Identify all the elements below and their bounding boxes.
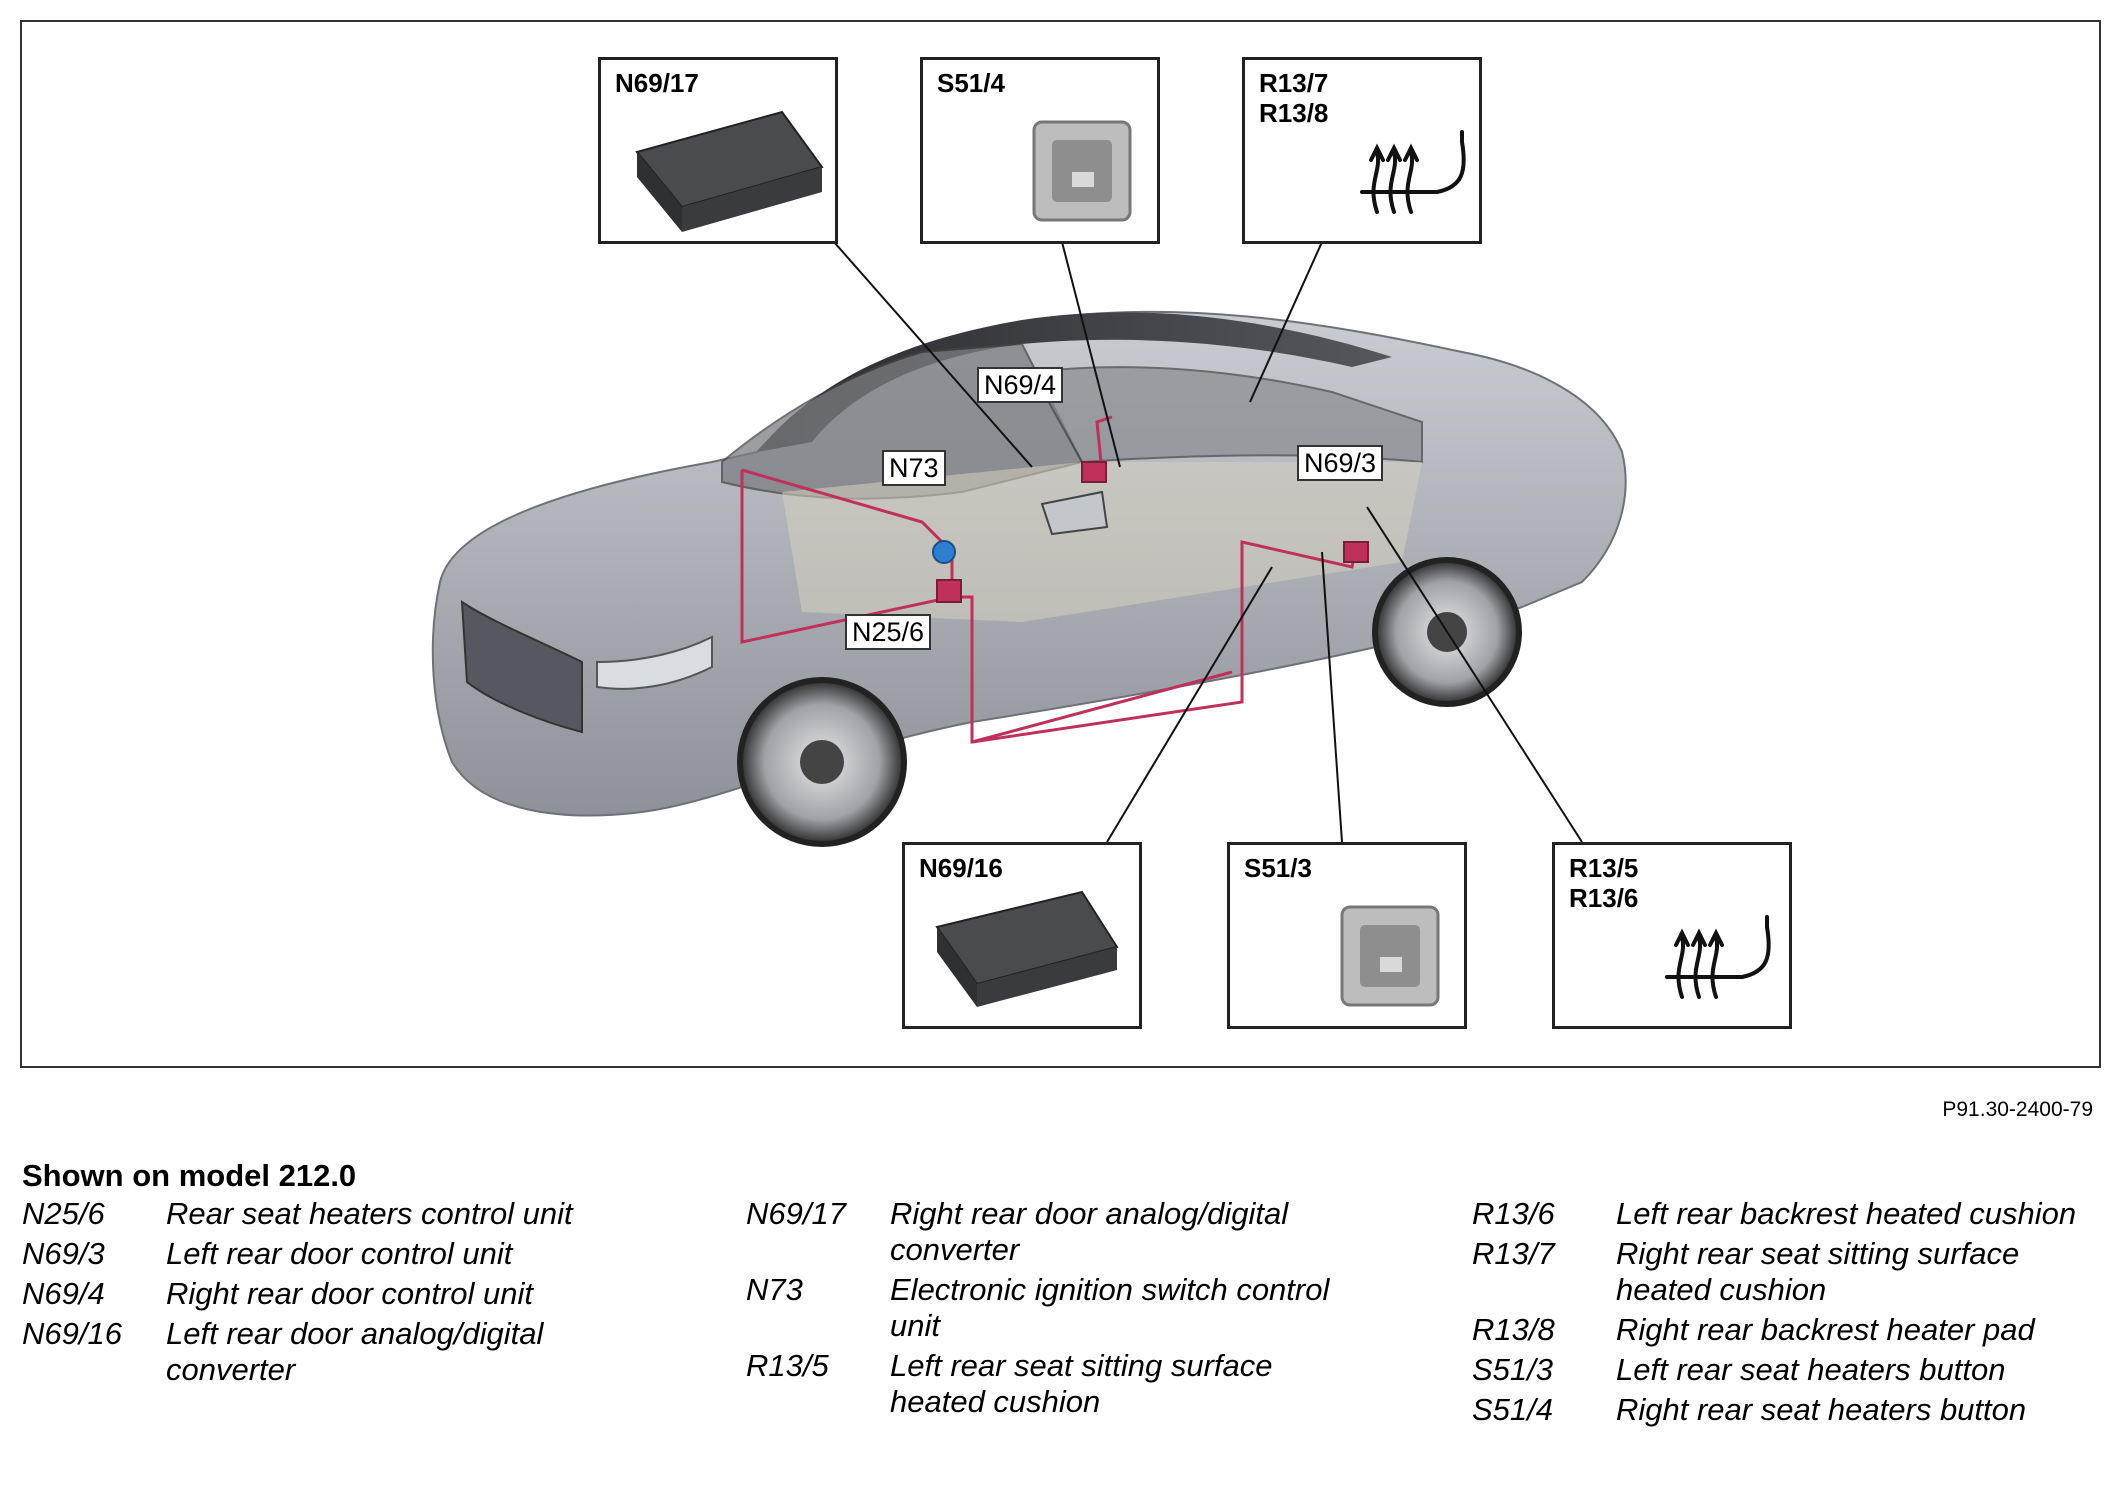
car-roof — [757, 312, 1392, 452]
side-mirror — [1040, 490, 1109, 536]
callout-s51-4: S51/4 — [920, 57, 1160, 244]
tag-n69-4: N69/4 — [977, 367, 1064, 403]
legend-desc: Right rear seat heaters button — [1616, 1392, 2027, 1427]
legend-code: S51/4 — [1472, 1392, 1554, 1427]
callout-n69-17: N69/17 — [598, 57, 838, 244]
callout-r13-5-r13-6: R13/5 R13/6 — [1552, 842, 1792, 1029]
legend-code: R13/7 — [1472, 1236, 1555, 1271]
legend-desc: Right rear door analog/digital converter — [890, 1196, 1289, 1267]
callout-label: R13/7 R13/8 — [1259, 68, 1329, 128]
legend-title: Shown on model 212.0 — [22, 1158, 357, 1193]
side-windows — [1030, 366, 1423, 464]
diagram-frame: N69/17 S51/4 R13/7 R13/8 N69/16 S51/3 R1… — [20, 20, 2101, 1068]
legend-item: N73 Electronic ignition switch control un… — [746, 1272, 1360, 1344]
legend-desc: Right rear seat sitting surface heated c… — [1616, 1236, 2020, 1307]
legend-desc: Left rear seat heaters button — [1616, 1352, 2006, 1387]
n25-6-marker — [936, 579, 962, 603]
legend-desc: Rear seat heaters control unit — [166, 1196, 573, 1231]
legend-desc: Left rear door control unit — [166, 1236, 513, 1271]
legend-code: R13/5 — [746, 1348, 829, 1383]
legend-item: S51/4 Right rear seat heaters button — [1472, 1392, 2086, 1428]
legend-item: R13/8 Right rear backrest heater pad — [1472, 1312, 2086, 1348]
callout-n69-16: N69/16 — [902, 842, 1142, 1029]
legend-item: N25/6 Rear seat heaters control unit — [22, 1196, 636, 1232]
legend-code: R13/8 — [1472, 1312, 1555, 1347]
legend-item: N69/3 Left rear door control unit — [22, 1236, 636, 1272]
n69-4-marker — [1081, 461, 1107, 483]
legend-desc: Left rear seat sitting surface heated cu… — [890, 1348, 1273, 1419]
legend-code: R13/6 — [1472, 1196, 1555, 1231]
grille — [460, 600, 583, 734]
legend-desc: Right rear door control unit — [166, 1276, 534, 1311]
legend-column-1: N25/6 Rear seat heaters control unit N69/… — [22, 1196, 636, 1392]
legend-item: N69/4 Right rear door control unit — [22, 1276, 636, 1312]
tag-n69-3: N69/3 — [1297, 445, 1384, 481]
callout-label: R13/5 R13/6 — [1569, 853, 1639, 913]
legend-item: R13/7 Right rear seat sitting surface hea… — [1472, 1236, 2086, 1308]
legend-desc: Left rear backrest heated cushion — [1616, 1196, 2077, 1231]
n73-marker — [932, 540, 956, 564]
legend-code: N69/16 — [22, 1316, 122, 1351]
legend-code: S51/3 — [1472, 1352, 1554, 1387]
legend-code: N69/17 — [746, 1196, 846, 1231]
legend-desc: Left rear door analog/digital converter — [166, 1316, 544, 1387]
wiring-harness — [740, 415, 1359, 744]
legend-desc: Electronic ignition switch control unit — [890, 1272, 1330, 1343]
legend-code: N69/3 — [22, 1236, 105, 1271]
n69-3-marker — [1343, 541, 1369, 563]
headlight — [596, 635, 713, 690]
legend-item: N69/16 Left rear door analog/digital conv… — [22, 1316, 636, 1388]
tag-n73: N73 — [882, 450, 946, 486]
legend-item: R13/5 Left rear seat sitting surface heat… — [746, 1348, 1360, 1420]
car-illustration — [431, 110, 1771, 1007]
legend-column-2: N69/17 Right rear door analog/digital con… — [746, 1196, 1360, 1424]
callout-label: S51/3 — [1244, 853, 1312, 883]
legend-column-3: R13/6 Left rear backrest heated cushion R… — [1472, 1196, 2086, 1432]
legend-desc: Right rear backrest heater pad — [1616, 1312, 2035, 1347]
leader-lines — [833, 241, 1583, 843]
legend-code: N69/4 — [22, 1276, 105, 1311]
legend-item: R13/6 Left rear backrest heated cushion — [1472, 1196, 2086, 1232]
legend-code: N25/6 — [22, 1196, 105, 1231]
tag-n25-6: N25/6 — [845, 614, 932, 650]
legend-code: N73 — [746, 1272, 803, 1307]
callout-label: S51/4 — [937, 68, 1005, 98]
callout-label: N69/16 — [919, 853, 1003, 883]
callout-label: N69/17 — [615, 68, 699, 98]
legend-item: S51/3 Left rear seat heaters button — [1472, 1352, 2086, 1388]
callout-r13-7-r13-8: R13/7 R13/8 — [1242, 57, 1482, 244]
figure-reference: P91.30-2400-79 — [1942, 1098, 2093, 1121]
callout-s51-3: S51/3 — [1227, 842, 1467, 1029]
legend-item: N69/17 Right rear door analog/digital con… — [746, 1196, 1360, 1268]
